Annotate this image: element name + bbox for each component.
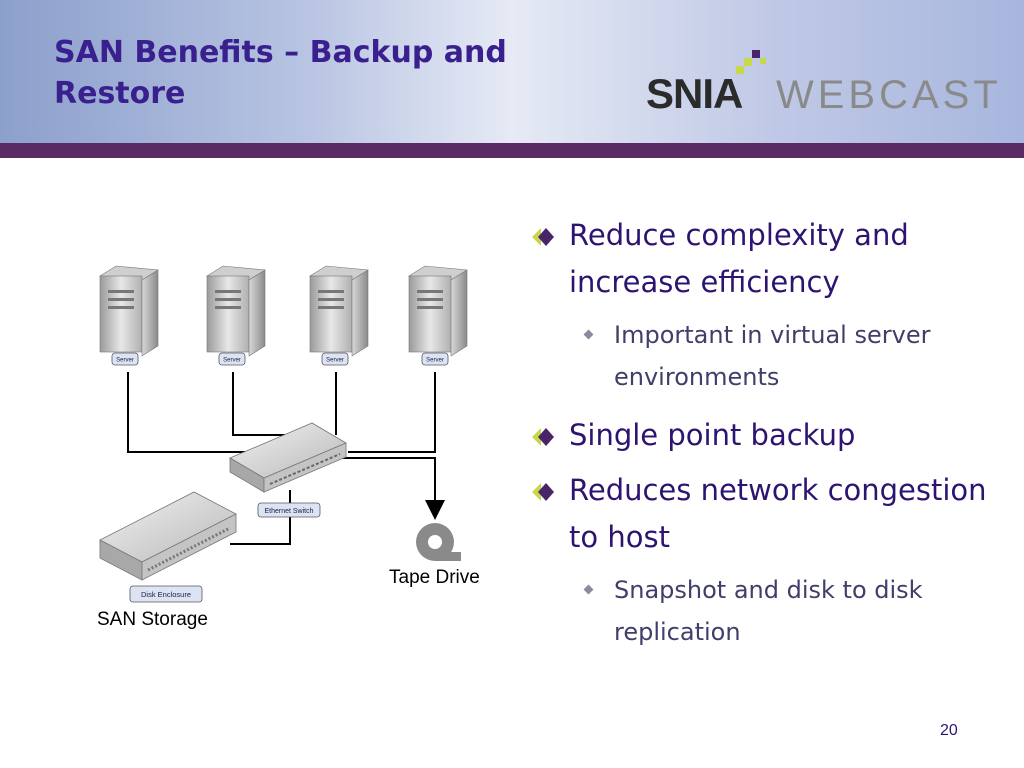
bullet-list: Reduce complexity and increase efficienc… (530, 212, 1000, 667)
server-4 (408, 265, 468, 357)
slide-title: SAN Benefits – Backup and Restore (54, 35, 507, 111)
bullet-item: Reduces network congestion to host (530, 467, 1000, 561)
san-storage-label: SAN Storage (97, 609, 208, 630)
diamond-bullet-icon (532, 428, 554, 446)
switch-tag: Ethernet Switch (264, 508, 313, 515)
slide-header (0, 0, 1024, 143)
enclosure-tag: Disk Enclosure (141, 590, 191, 599)
bullet-item: Reduce complexity and increase efficienc… (530, 212, 1000, 306)
diamond-bullet-icon (532, 483, 554, 501)
bullet-text: Reduce complexity and increase efficienc… (569, 218, 909, 299)
header-divider (0, 143, 1024, 158)
tape-drive-label: Tape Drive (389, 567, 480, 588)
logo-product: WEBCAST (776, 73, 1002, 117)
logo-brand: SNIA (646, 70, 743, 117)
tape-drive-icon (416, 523, 461, 561)
bullet-text: Reduces network congestion to host (569, 473, 987, 554)
server-tag-2: Server (223, 358, 241, 364)
server-tag-3: Server (326, 358, 344, 364)
bullet-item: Single point backup (530, 412, 1000, 459)
sub-bullet-item: Important in virtual server environments (530, 314, 1000, 398)
san-diagram: Server Server Server Server Ethernet Swi… (90, 260, 510, 630)
disk-enclosure (99, 491, 237, 581)
small-diamond-bullet-icon (583, 584, 594, 595)
server-2 (206, 265, 266, 357)
ethernet-switch (229, 422, 347, 493)
bullet-text: Single point backup (569, 418, 856, 452)
snia-logo-mark-icon (736, 50, 766, 74)
server-3 (309, 265, 369, 357)
server-tags: Server Server Server Server (111, 352, 449, 366)
sub-bullet-item: Snapshot and disk to disk replication (530, 569, 1000, 653)
server-tag-1: Server (116, 358, 134, 364)
sub-bullet-text: Important in virtual server environments (614, 321, 931, 391)
sub-bullet-text: Snapshot and disk to disk replication (614, 576, 923, 646)
san-network-diagram: Server Server Server Server Ethernet Swi… (99, 265, 468, 603)
server-tag-4: Server (426, 358, 444, 364)
server-1 (99, 265, 159, 357)
small-diamond-bullet-icon (583, 329, 594, 340)
diamond-bullet-icon (532, 228, 554, 246)
page-number: 20 (940, 722, 958, 739)
